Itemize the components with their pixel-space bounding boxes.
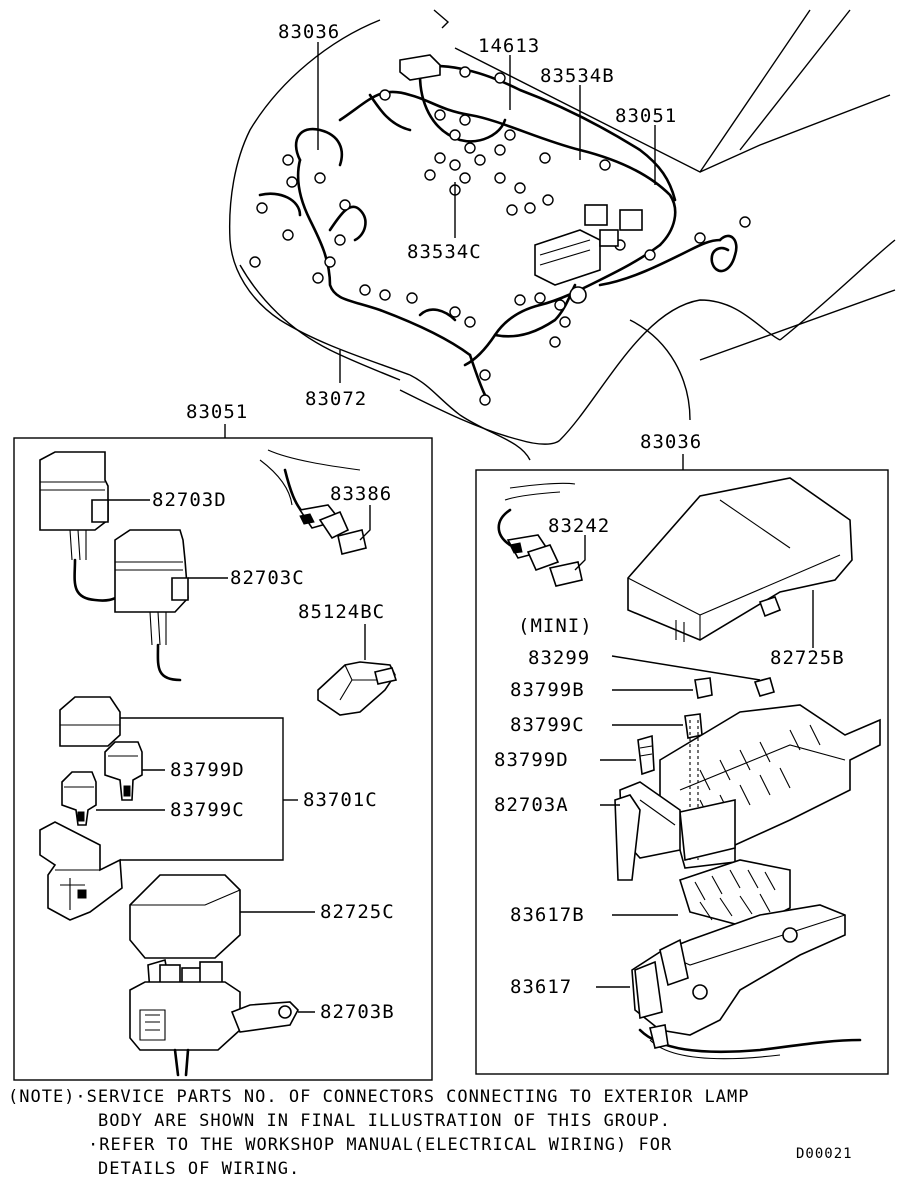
left-parts-box xyxy=(13,437,433,1081)
label-83799c-right: 83799C xyxy=(510,714,585,736)
diagram-code: D00021 xyxy=(796,1146,853,1162)
label-82703a: 82703A xyxy=(494,794,569,816)
part-85124bc xyxy=(317,661,398,716)
label-83799d-right: 83799D xyxy=(494,749,569,771)
label-83799d-left: 83799D xyxy=(170,759,245,781)
label-83386: 83386 xyxy=(330,483,392,505)
engine-bay-relay-box xyxy=(399,54,643,304)
label-83242: 83242 xyxy=(548,515,610,537)
label-83799b-right: 83799B xyxy=(510,679,585,701)
label-82703b: 82703B xyxy=(320,1001,395,1023)
relay-box-cover-82725c xyxy=(129,874,241,959)
label-83036-right-header: 83036 xyxy=(640,431,702,453)
label-83534b: 83534B xyxy=(540,65,615,87)
fuse-block-82703a xyxy=(614,704,881,881)
relay-box-82703b xyxy=(129,958,299,1077)
note-line-4: DETAILS OF WIRING. xyxy=(98,1159,300,1179)
vehicle-body-outline xyxy=(228,9,896,461)
label-mini: (MINI) xyxy=(518,615,593,637)
note-line-3: ·REFER TO THE WORKSHOP MANUAL(ELECTRICAL… xyxy=(88,1135,672,1155)
label-82703c: 82703C xyxy=(230,567,305,589)
label-83799c-left: 83799C xyxy=(170,799,245,821)
label-85124bc: 85124BC xyxy=(298,601,385,623)
connector-83242 xyxy=(497,482,583,587)
label-83051-left-header: 83051 xyxy=(186,401,248,423)
note-line-2: BODY ARE SHOWN IN FINAL ILLUSTRATION OF … xyxy=(98,1111,671,1131)
label-83299: 83299 xyxy=(528,647,590,669)
fuse-holder-83617b xyxy=(679,859,791,929)
label-83617: 83617 xyxy=(510,976,572,998)
label-82703d: 82703D xyxy=(152,489,227,511)
label-83072: 83072 xyxy=(305,388,367,410)
label-83617b: 83617B xyxy=(510,904,585,926)
label-83036-top: 83036 xyxy=(278,21,340,43)
fuse-box-cover-82725b xyxy=(627,477,853,642)
label-83701c: 83701C xyxy=(303,789,378,811)
label-82725b: 82725B xyxy=(770,647,845,669)
label-82725c: 82725C xyxy=(320,901,395,923)
connector-83386 xyxy=(259,449,367,555)
harness-connectors xyxy=(249,64,751,406)
label-14613: 14613 xyxy=(478,35,540,57)
fuse-83799d xyxy=(104,741,143,801)
fuse-83799c xyxy=(61,771,97,826)
label-83051-top: 83051 xyxy=(615,105,677,127)
relay-82703c xyxy=(114,529,189,682)
top-leader-lines xyxy=(317,42,656,383)
right-parts-box xyxy=(475,469,889,1075)
engine-wiring-harness xyxy=(258,64,738,397)
relay-cover xyxy=(59,696,121,747)
label-83534c: 83534C xyxy=(407,241,482,263)
fuse-box-base-83617 xyxy=(631,904,862,1060)
note-line-1: (NOTE)·SERVICE PARTS NO. OF CONNECTORS C… xyxy=(8,1087,750,1107)
relay-82703d xyxy=(39,451,122,602)
relay-holder xyxy=(39,821,123,921)
